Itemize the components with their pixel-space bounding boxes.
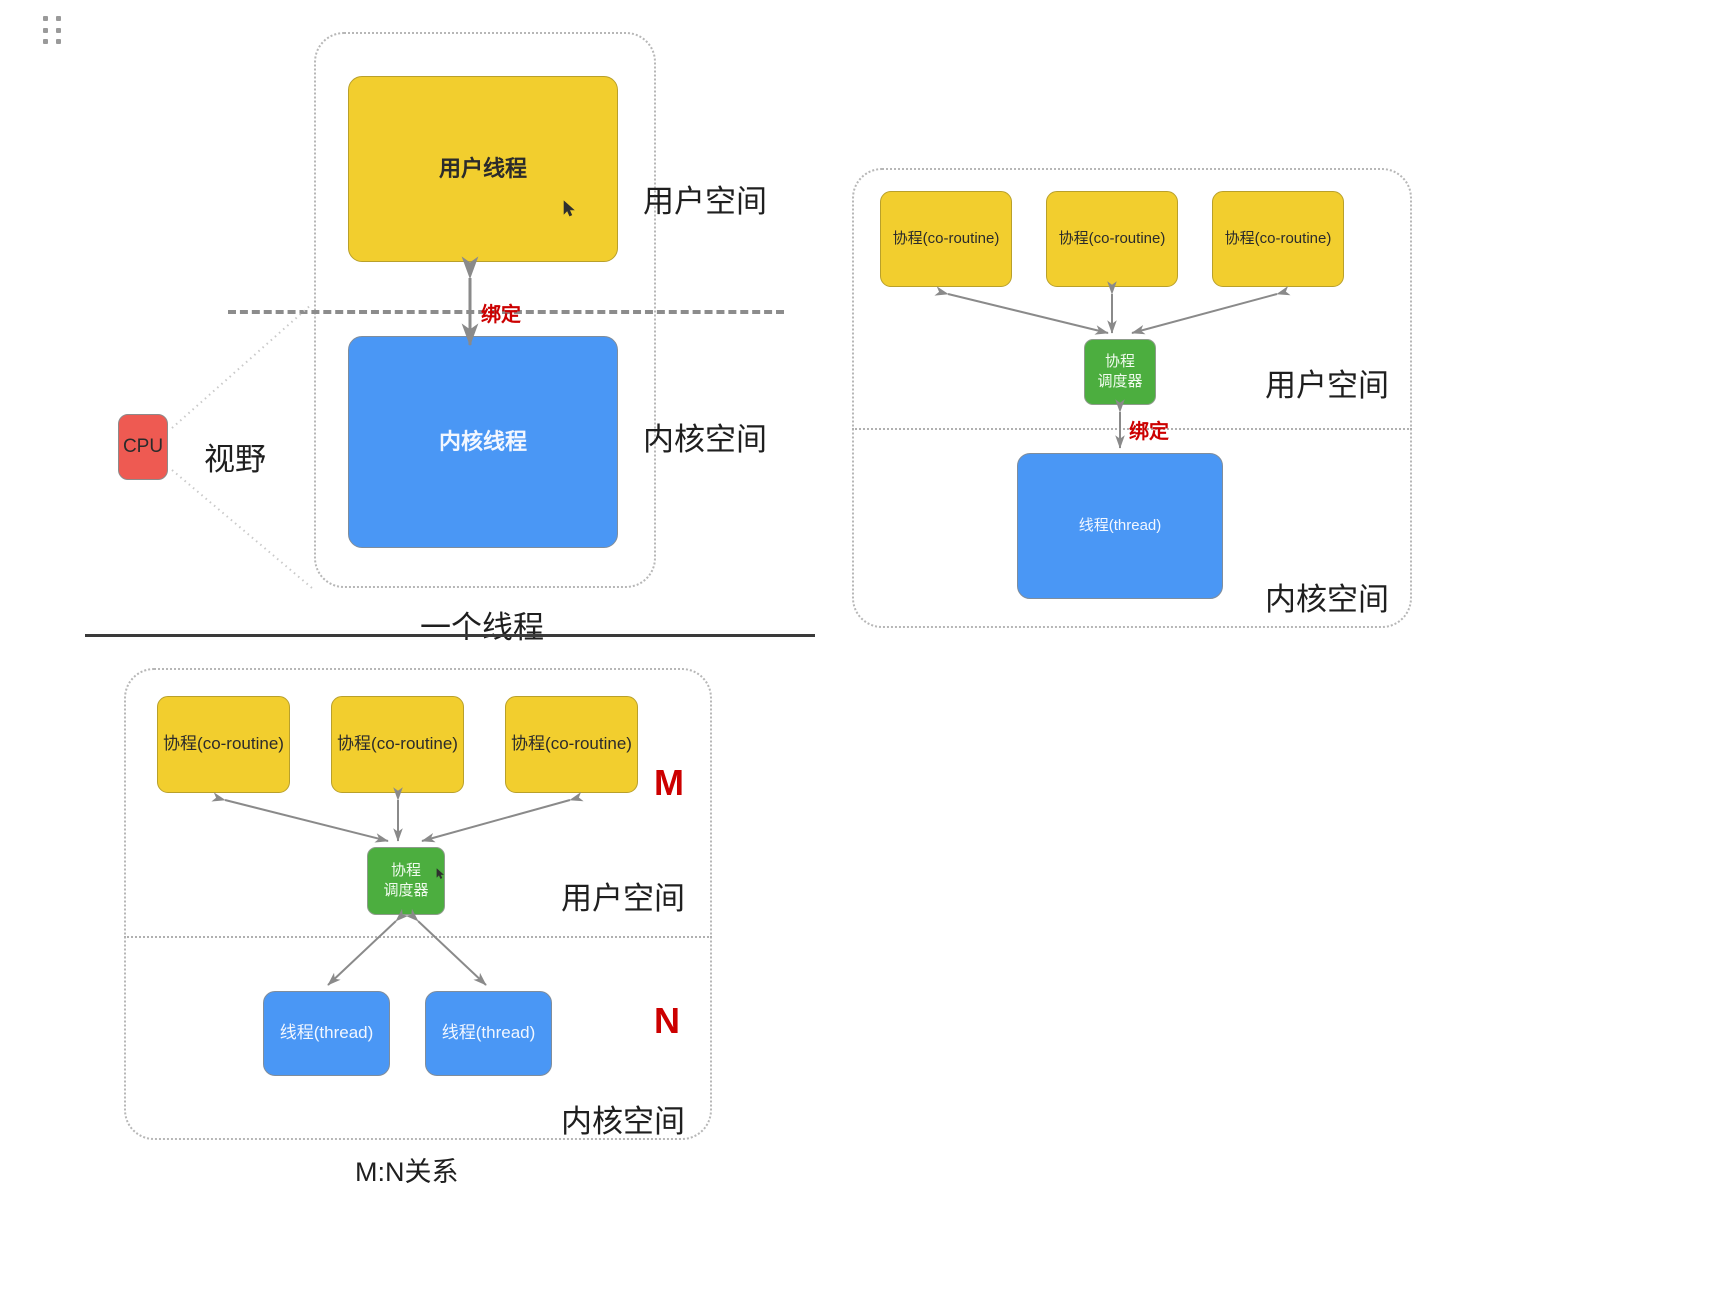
dot bbox=[56, 27, 61, 33]
kernel-space-label-3: 内核空间 bbox=[561, 1104, 685, 1139]
user-space-label-2: 用户空间 bbox=[1265, 368, 1389, 403]
view-label: 视野 bbox=[204, 442, 266, 477]
kernel-space-label-1: 内核空间 bbox=[643, 422, 767, 457]
scheduler-box[interactable]: 协程 调度器 bbox=[367, 847, 445, 915]
m-label: M bbox=[654, 762, 684, 803]
section-divider bbox=[85, 634, 815, 637]
user-space-label-1: 用户空间 bbox=[643, 184, 767, 219]
user-kernel-divider-1 bbox=[228, 310, 784, 314]
mouse-cursor-icon bbox=[436, 868, 445, 879]
dot bbox=[56, 39, 61, 45]
bind-label-1: 绑定 bbox=[481, 304, 521, 326]
coroutine-box[interactable]: 协程(co-routine) bbox=[1046, 191, 1178, 287]
dot bbox=[43, 16, 48, 21]
scheduler-label-line1: 协程 bbox=[1104, 352, 1135, 370]
kernel-space-label-2: 内核空间 bbox=[1265, 582, 1389, 617]
scheduler-label-line2: 调度器 bbox=[1097, 373, 1143, 390]
panel-one-to-one-caption: 一个线程 bbox=[420, 610, 544, 645]
panel-m-to-n-caption: M:N关系 bbox=[355, 1157, 459, 1187]
thread-box[interactable]: 线程(thread) bbox=[1017, 453, 1223, 599]
coroutine-box[interactable]: 协程(co-routine) bbox=[505, 696, 638, 793]
bind-label-2: 绑定 bbox=[1129, 421, 1169, 443]
coroutine-box[interactable]: 协程(co-routine) bbox=[331, 696, 464, 793]
coroutine-box[interactable]: 协程(co-routine) bbox=[1212, 191, 1344, 287]
kernel-thread-box[interactable]: 内核线程 bbox=[348, 336, 618, 548]
drag-dots-icon[interactable] bbox=[43, 16, 63, 46]
user-thread-box[interactable]: 用户线程 bbox=[348, 76, 618, 262]
panel-one-to-n-region bbox=[852, 168, 1412, 628]
cpu-box[interactable]: CPU bbox=[118, 414, 168, 480]
user-kernel-divider-2 bbox=[852, 428, 1412, 430]
n-label: N bbox=[654, 1000, 680, 1041]
dot bbox=[43, 39, 48, 45]
scheduler-box[interactable]: 协程 调度器 bbox=[1084, 339, 1156, 405]
user-kernel-divider-3 bbox=[124, 936, 712, 938]
user-space-label-3: 用户空间 bbox=[561, 881, 685, 916]
scheduler-label-line1: 协程 bbox=[390, 861, 421, 879]
thread-box[interactable]: 线程(thread) bbox=[425, 991, 552, 1076]
thread-box[interactable]: 线程(thread) bbox=[263, 991, 390, 1076]
dot bbox=[43, 27, 48, 33]
coroutine-box[interactable]: 协程(co-routine) bbox=[157, 696, 290, 793]
dot bbox=[56, 16, 61, 21]
panel-m-to-n-region bbox=[124, 668, 712, 1140]
coroutine-box[interactable]: 协程(co-routine) bbox=[880, 191, 1012, 287]
scheduler-label-line2: 调度器 bbox=[383, 882, 429, 899]
mouse-cursor-icon bbox=[563, 200, 575, 217]
